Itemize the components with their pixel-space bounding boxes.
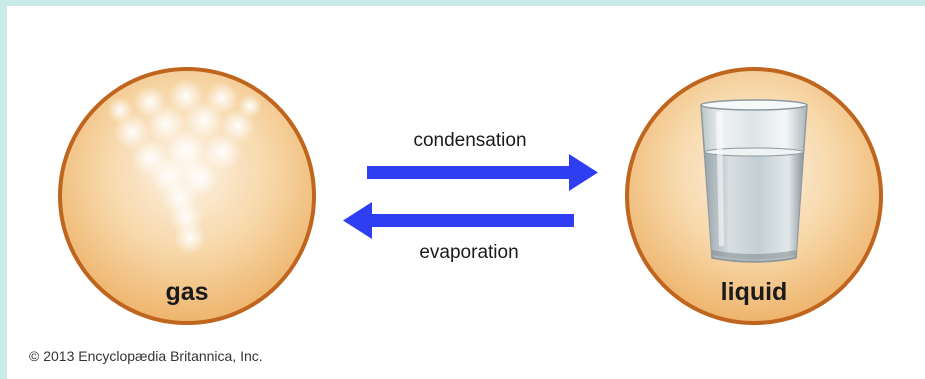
evaporation-arrow bbox=[343, 202, 574, 239]
liquid-label: liquid bbox=[721, 278, 788, 307]
condensation-arrow bbox=[367, 154, 598, 191]
gas-label: gas bbox=[165, 278, 208, 307]
copyright-notice: © 2013 Encyclopædia Britannica, Inc. bbox=[29, 348, 263, 364]
evaporation-label: evaporation bbox=[419, 242, 518, 264]
glass-of-water-icon bbox=[701, 100, 807, 262]
condensation-label: condensation bbox=[413, 130, 526, 152]
